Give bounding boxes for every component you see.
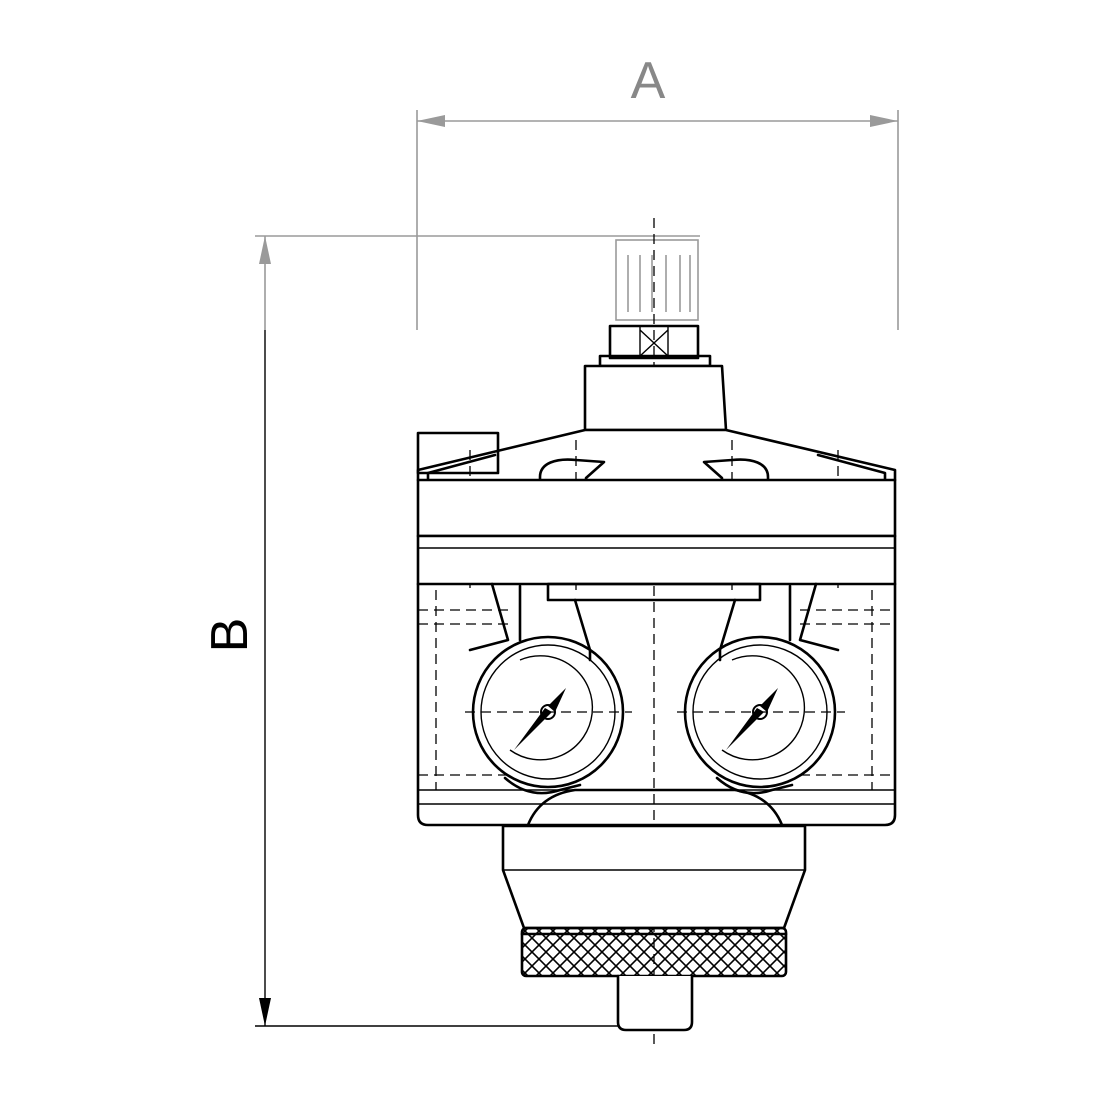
gauge-needle-icon	[726, 708, 764, 750]
arrow-left-icon	[417, 115, 445, 127]
adjust-knob-extended	[615, 239, 699, 321]
pressure-gauge-left	[465, 635, 632, 795]
drain-valve	[616, 974, 694, 1032]
main-body	[416, 582, 897, 827]
center-boss	[526, 788, 784, 827]
knurled-ring	[520, 926, 788, 978]
gauge-needle-icon	[514, 708, 552, 750]
dimension-b-label: B	[201, 618, 259, 653]
dimension-a: A	[416, 52, 899, 330]
lock-nut	[598, 324, 712, 368]
arrow-up-icon	[259, 236, 271, 264]
arrow-down-icon	[259, 998, 271, 1026]
dimension-a-label: A	[631, 52, 666, 110]
dimension-b: B	[201, 235, 700, 1027]
lower-bowl	[501, 824, 807, 930]
upper-housing	[416, 478, 897, 586]
pressure-gauge-right	[677, 635, 845, 795]
arrow-right-icon	[870, 115, 898, 127]
